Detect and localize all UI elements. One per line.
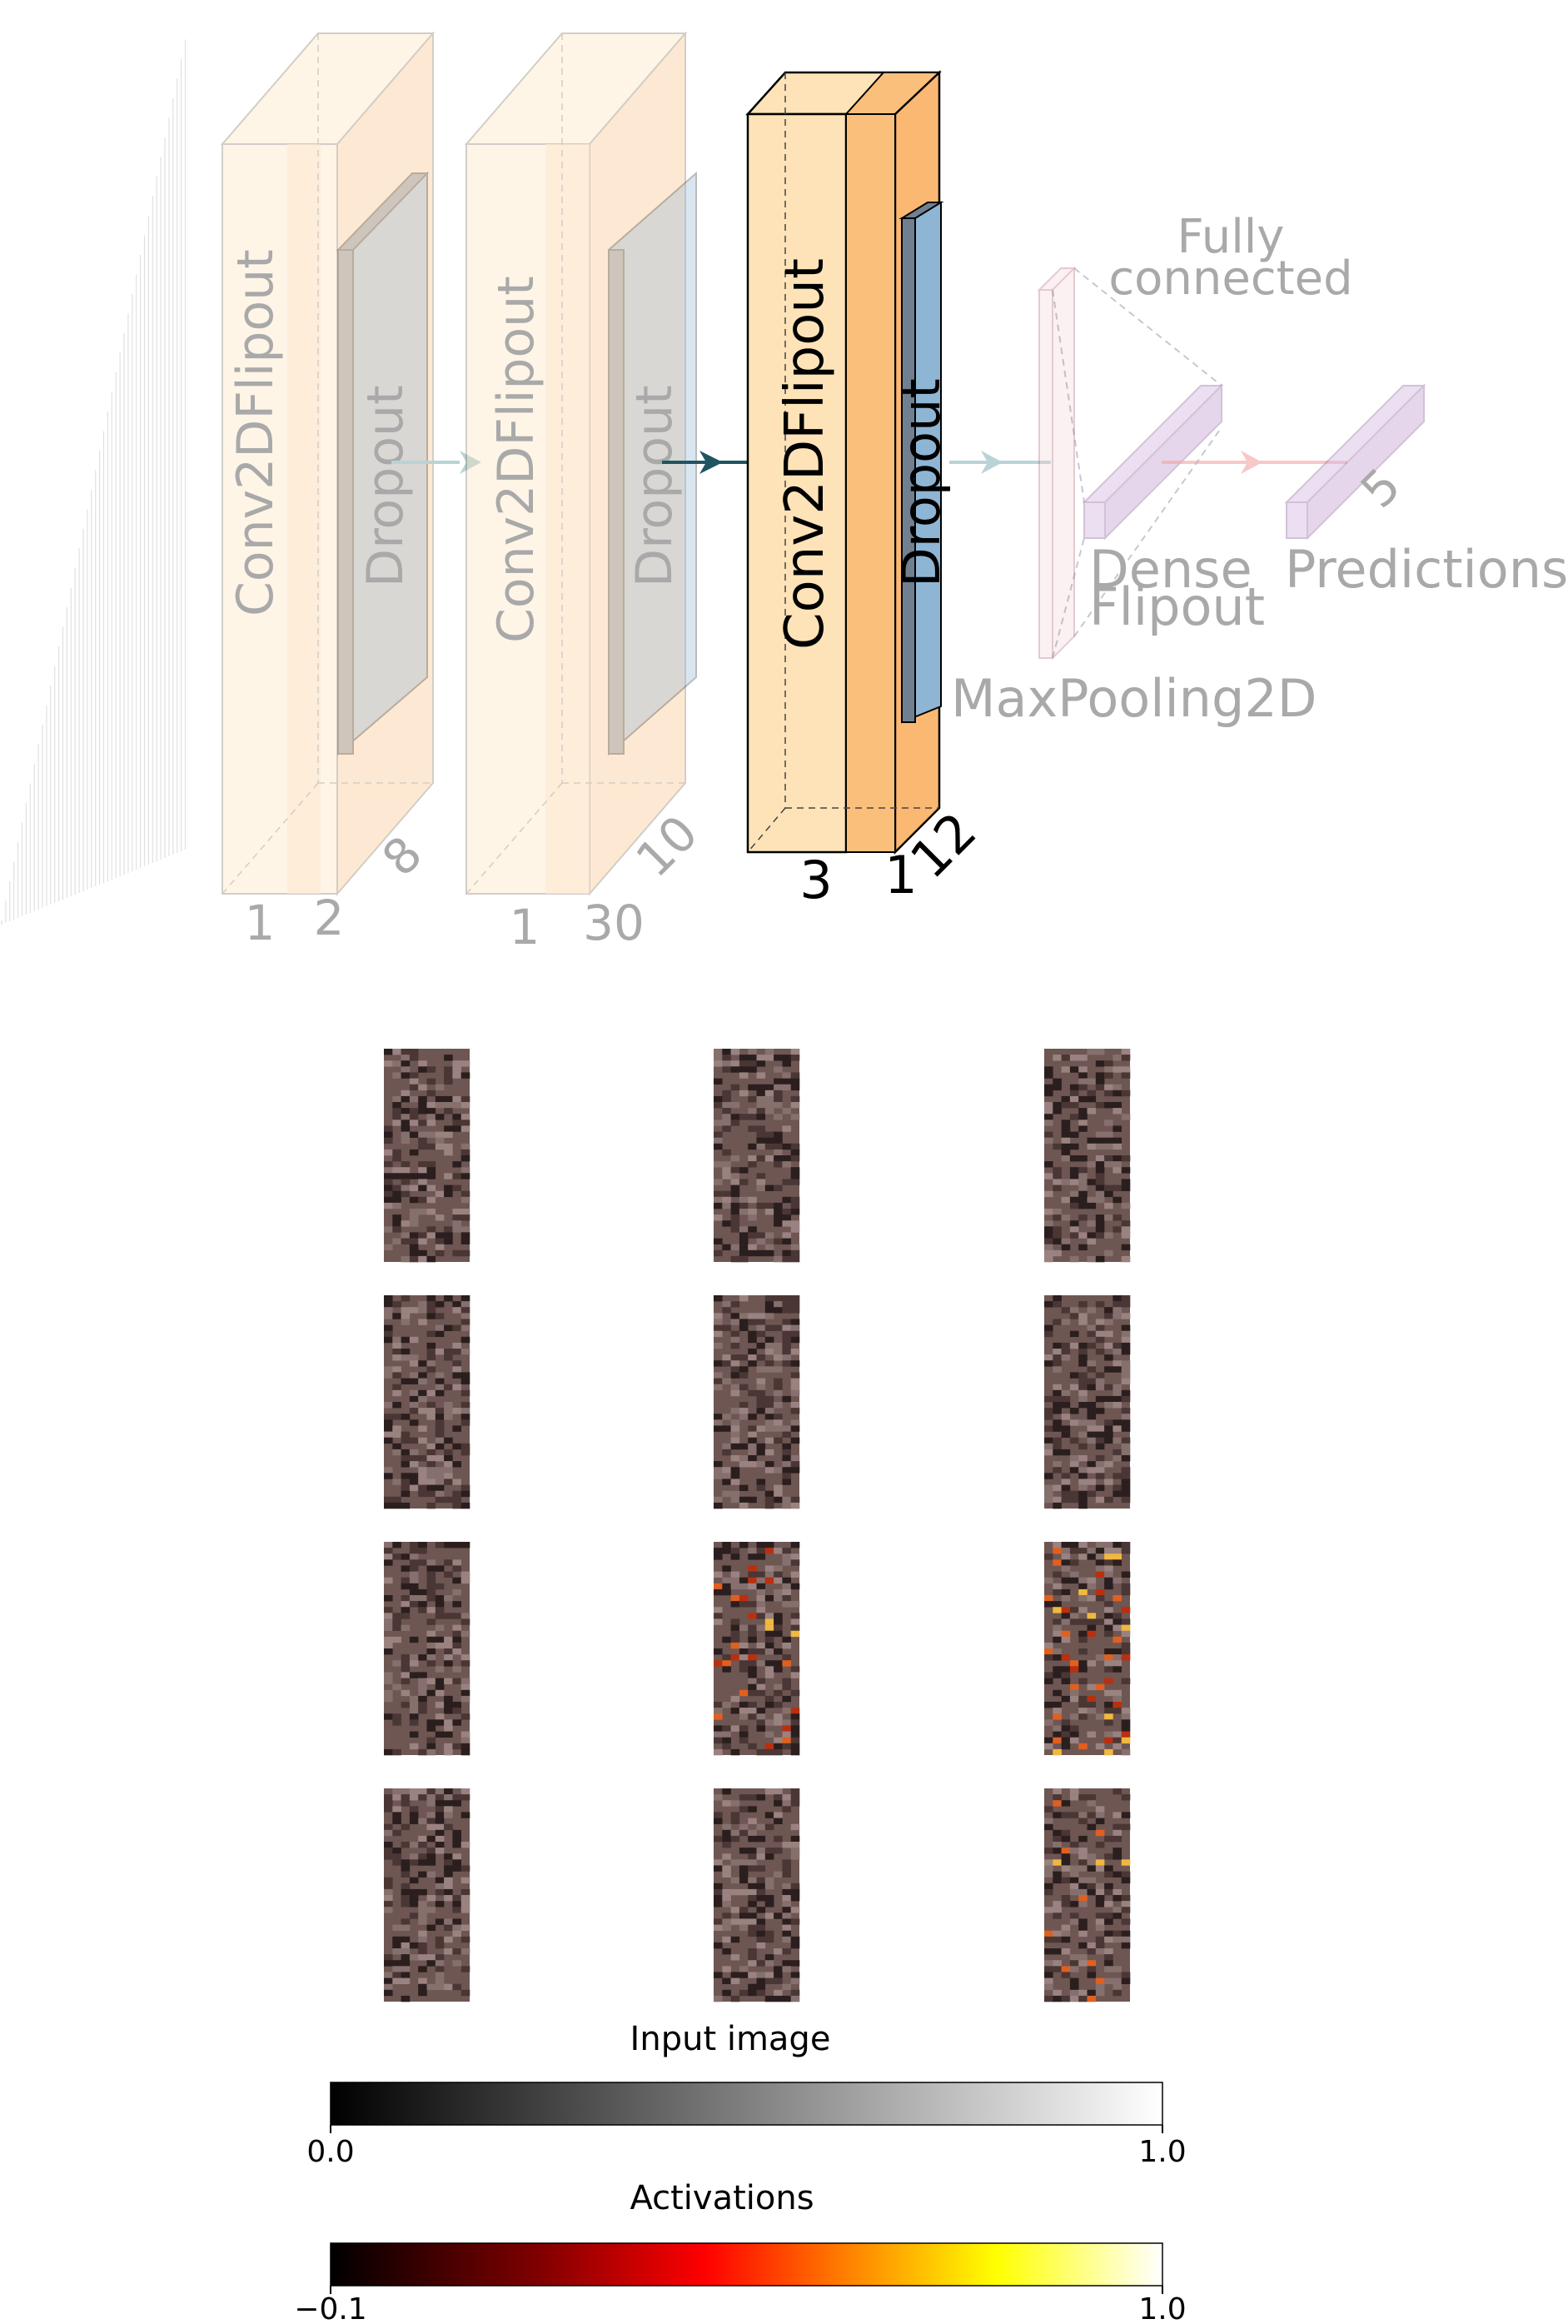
dropout3-label: Dropout bbox=[891, 378, 952, 587]
colorbar-activations: Activations −0.1 1.0 bbox=[294, 2179, 1186, 2324]
dropout2-label: Dropout bbox=[625, 385, 684, 587]
conv3-dim-b: 1 bbox=[884, 845, 917, 905]
colorbar-input: Input image 0.0 1.0 bbox=[306, 2020, 1186, 2169]
dense-label-line1: Dense bbox=[1089, 539, 1252, 600]
conv1-dim-b: 2 bbox=[314, 890, 345, 946]
activation-map bbox=[384, 1049, 470, 1263]
maxpool-layer bbox=[1037, 266, 1077, 661]
activation-map bbox=[714, 1049, 800, 1263]
activation-map bbox=[714, 1295, 800, 1509]
conv-layer-2 bbox=[464, 31, 688, 896]
conv2-label: Conv2DFlipout bbox=[487, 276, 545, 643]
dropout1-label: Dropout bbox=[356, 385, 415, 587]
colorbar-input-max: 1.0 bbox=[1138, 2135, 1186, 2169]
activation-map bbox=[714, 1788, 800, 2002]
conv3-label: Conv2DFlipout bbox=[774, 258, 836, 650]
predictions-layer bbox=[1284, 383, 1426, 541]
activation-map bbox=[384, 1295, 470, 1509]
dropout-layer-2 bbox=[608, 171, 697, 756]
activation-map bbox=[1044, 1049, 1131, 1263]
activation-map bbox=[714, 1542, 800, 1756]
connection-arrow-3 bbox=[949, 451, 1051, 474]
conv-layer-1 bbox=[220, 31, 436, 896]
activation-map bbox=[384, 1542, 470, 1756]
dropout-layer-1 bbox=[336, 171, 430, 756]
dense-label-line2: Flipout bbox=[1089, 576, 1265, 637]
activation-map bbox=[384, 1788, 470, 2002]
connection-arrow-1 bbox=[391, 451, 481, 474]
connection-arrow-4 bbox=[1162, 451, 1347, 474]
activation-map bbox=[1044, 1542, 1131, 1756]
activation-map bbox=[1044, 1295, 1131, 1509]
maxpool-label: MaxPooling2D bbox=[951, 668, 1317, 729]
fully-connected-line2: connected bbox=[1108, 252, 1352, 306]
colorbar-activations-gradient bbox=[330, 2242, 1163, 2287]
conv2-dim-b: 30 bbox=[583, 895, 645, 951]
dropout-layer-3 bbox=[898, 201, 944, 724]
colorbar-activations-title: Activations bbox=[630, 2179, 814, 2217]
fully-connected-line1: Fully bbox=[1177, 210, 1285, 264]
conv1-label: Conv2DFlipout bbox=[226, 249, 285, 616]
activation-grid bbox=[384, 1049, 1131, 2002]
activation-map bbox=[1044, 1788, 1131, 2002]
colorbar-activations-max: 1.0 bbox=[1138, 2292, 1186, 2321]
colorbar-input-gradient bbox=[330, 2082, 1163, 2126]
predictions-label: Predictions bbox=[1285, 539, 1568, 600]
input-image-stack bbox=[1, 39, 187, 925]
conv3-dim-a: 3 bbox=[799, 850, 832, 910]
conv2-dim-a: 1 bbox=[510, 899, 540, 955]
conv1-dim-a: 1 bbox=[245, 895, 276, 951]
colorbar-activations-min: −0.1 bbox=[294, 2292, 366, 2321]
colorbar-input-min: 0.0 bbox=[306, 2135, 354, 2169]
colorbar-input-title: Input image bbox=[630, 2020, 831, 2058]
